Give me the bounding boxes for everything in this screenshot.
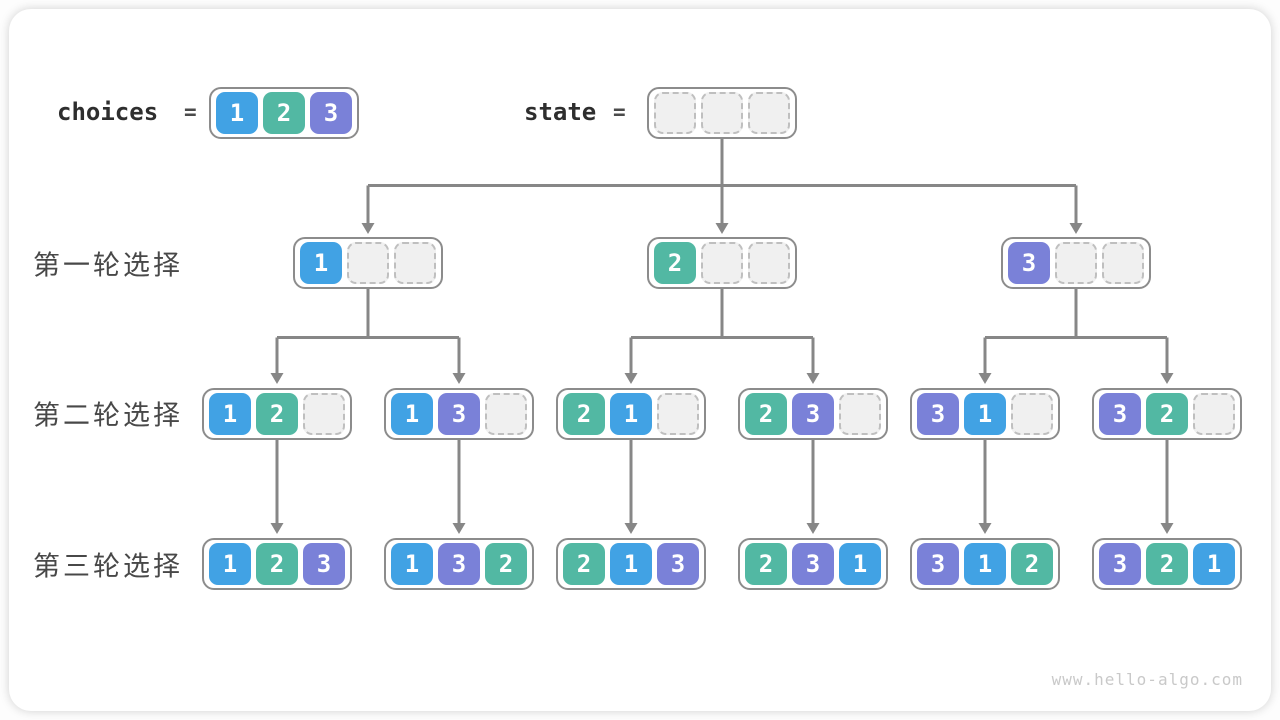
value-cell: 2 — [745, 393, 787, 435]
value-cell: 3 — [310, 92, 352, 134]
value-cell: 3 — [1099, 393, 1141, 435]
empty-cell — [1011, 393, 1053, 435]
value-cell: 3 — [917, 393, 959, 435]
empty-cell — [303, 393, 345, 435]
state-array-node: 1 — [293, 237, 443, 289]
choices-equals-sign: = — [184, 100, 197, 124]
state-equals-sign: = — [613, 100, 626, 124]
value-cell: 1 — [209, 543, 251, 585]
value-cell: 1 — [610, 543, 652, 585]
value-cell: 1 — [391, 393, 433, 435]
value-cell: 2 — [256, 543, 298, 585]
row-label-round-1: 第一轮选择 — [33, 250, 183, 281]
empty-cell — [701, 92, 743, 134]
empty-cell — [748, 92, 790, 134]
empty-cell — [654, 92, 696, 134]
value-cell: 1 — [391, 543, 433, 585]
value-cell: 2 — [256, 393, 298, 435]
empty-cell — [485, 393, 527, 435]
empty-cell — [1193, 393, 1235, 435]
value-cell: 1 — [964, 393, 1006, 435]
empty-cell — [701, 242, 743, 284]
value-cell: 3 — [657, 543, 699, 585]
value-cell: 1 — [216, 92, 258, 134]
value-cell: 1 — [209, 393, 251, 435]
empty-cell — [657, 393, 699, 435]
value-cell: 1 — [964, 543, 1006, 585]
empty-cell — [394, 242, 436, 284]
empty-cell — [748, 242, 790, 284]
value-cell: 3 — [792, 543, 834, 585]
value-cell: 3 — [438, 393, 480, 435]
value-cell: 3 — [792, 393, 834, 435]
empty-cell — [839, 393, 881, 435]
value-cell: 1 — [300, 242, 342, 284]
value-cell: 1 — [839, 543, 881, 585]
value-cell: 2 — [654, 242, 696, 284]
state-array-node: 2 — [647, 237, 797, 289]
value-cell: 1 — [610, 393, 652, 435]
value-cell: 3 — [1099, 543, 1141, 585]
value-cell: 2 — [1146, 393, 1188, 435]
value-cell: 3 — [1008, 242, 1050, 284]
empty-cell — [1055, 242, 1097, 284]
value-cell: 3 — [917, 543, 959, 585]
value-cell: 2 — [745, 543, 787, 585]
value-cell: 2 — [1146, 543, 1188, 585]
row-label-round-2: 第二轮选择 — [33, 400, 183, 431]
state-array-node: 3 — [1001, 237, 1151, 289]
value-cell: 2 — [485, 543, 527, 585]
value-cell: 1 — [1193, 543, 1235, 585]
watermark: www.hello-algo.com — [1051, 670, 1243, 689]
empty-cell — [1102, 242, 1144, 284]
value-cell: 3 — [438, 543, 480, 585]
empty-cell — [347, 242, 389, 284]
state-array-box — [647, 87, 797, 139]
value-cell: 2 — [563, 393, 605, 435]
state-label: state — [524, 98, 597, 126]
tree-connector-arrows — [270, 137, 1174, 534]
row-label-round-3: 第三轮选择 — [33, 551, 183, 582]
value-cell: 2 — [563, 543, 605, 585]
value-cell: 3 — [303, 543, 345, 585]
choices-label: choices — [57, 98, 159, 126]
value-cell: 2 — [263, 92, 305, 134]
value-cell: 2 — [1011, 543, 1053, 585]
